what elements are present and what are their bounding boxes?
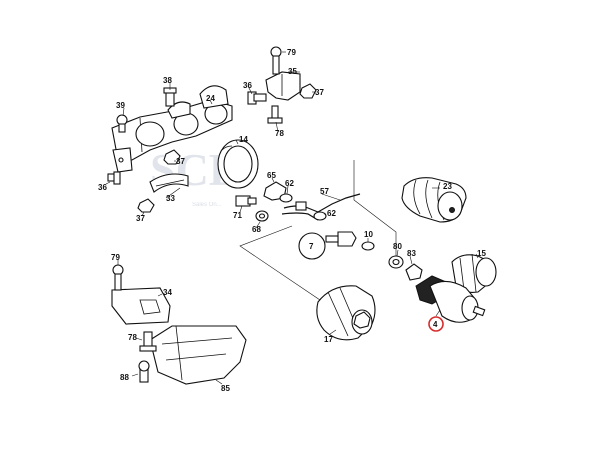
hose-fittings — [235, 181, 361, 222]
callout-68: 68 — [252, 225, 261, 234]
fasteners-top-left — [107, 87, 181, 213]
callout-17: 17 — [324, 335, 333, 344]
leader-lines — [105, 51, 479, 385]
callout-37-top: 37 — [315, 88, 324, 97]
watermark-subtitle: Sales On... — [192, 202, 222, 208]
bolt-36b — [113, 171, 121, 185]
boot-23 — [401, 177, 467, 223]
callout-24: 24 — [206, 94, 215, 103]
callout-71: 71 — [233, 211, 242, 220]
callout-65: 65 — [267, 171, 276, 180]
bracket-34 — [111, 264, 171, 325]
callout-78-bottom: 78 — [128, 333, 137, 342]
callout-labels: 79 35 37 38 36 24 39 78 37 14 36 33 37 6… — [98, 48, 486, 393]
washer-62a — [279, 193, 293, 203]
ring-80 — [388, 255, 404, 269]
nut-37c — [137, 198, 155, 213]
callout-33: 33 — [166, 194, 175, 203]
callout-15: 15 — [477, 249, 486, 258]
fuel-filter-17 — [316, 285, 376, 341]
callout-7: 7 — [309, 242, 314, 251]
callout-7-group — [298, 232, 326, 260]
callout-62-upper: 62 — [285, 179, 294, 188]
sleeve-15 — [451, 253, 497, 293]
callout-79-bottom: 79 — [111, 253, 120, 262]
valve-10 — [325, 231, 375, 251]
callout-34: 34 — [163, 288, 172, 297]
nut-37a — [299, 83, 317, 99]
shield-85 — [149, 325, 247, 385]
callout-57: 57 — [320, 187, 329, 196]
callout-83: 83 — [407, 249, 416, 258]
fuel-pump-4 — [415, 275, 486, 323]
callout-78-top: 78 — [275, 129, 284, 138]
callout-80: 80 — [393, 242, 402, 251]
bolt-38 — [165, 91, 175, 107]
callout-14: 14 — [239, 135, 248, 144]
bolt-78b — [139, 331, 157, 352]
callout-23: 23 — [443, 182, 452, 191]
callout-36-top: 36 — [243, 81, 252, 90]
washer-62b — [313, 211, 327, 221]
bracket-assembly — [111, 85, 233, 193]
callout-37-left: 37 — [176, 157, 185, 166]
bracket-35 — [247, 46, 317, 124]
callout-38: 38 — [163, 76, 172, 85]
callout-85: 85 — [221, 384, 230, 393]
ring-83 — [405, 263, 423, 281]
nut-37b — [163, 149, 181, 165]
callout-79-top: 79 — [287, 48, 296, 57]
callout-35: 35 — [288, 67, 297, 76]
callout-88: 88 — [120, 373, 129, 382]
callout-4: 4 — [433, 320, 438, 329]
callout-62-lower: 62 — [327, 209, 336, 218]
callout-39: 39 — [116, 101, 125, 110]
highlight-ring-4 — [428, 316, 444, 332]
ring-14 — [217, 139, 259, 189]
bolt-88 — [138, 360, 150, 383]
callout-36-left: 36 — [98, 183, 107, 192]
callout-10: 10 — [364, 230, 373, 239]
callout-37-bottom: 37 — [136, 214, 145, 223]
